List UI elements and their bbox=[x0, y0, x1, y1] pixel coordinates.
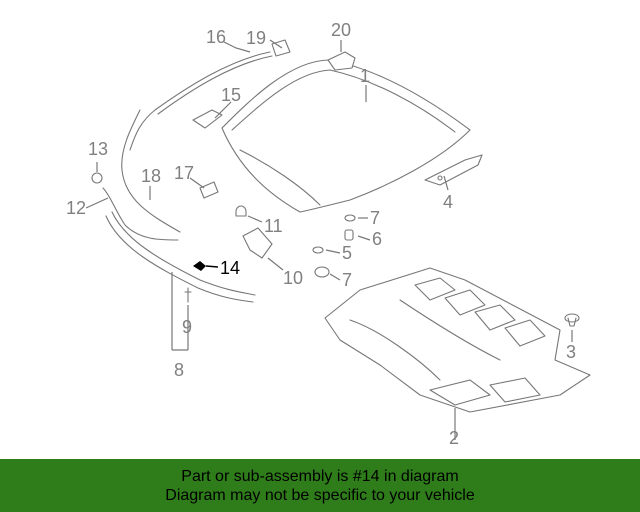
part-clip-14 bbox=[193, 261, 206, 271]
part-cable-18 bbox=[121, 109, 181, 233]
callout-19: 19 bbox=[246, 28, 266, 48]
part-pin-9 bbox=[184, 287, 192, 303]
part-cap-7b bbox=[314, 266, 330, 278]
part-cable-16 bbox=[129, 51, 273, 151]
callout-20: 20 bbox=[331, 20, 351, 40]
callout-2: 2 bbox=[449, 428, 459, 448]
banner-part-line: Part or sub-assembly is #14 in diagram bbox=[181, 467, 459, 485]
callout-1: 1 bbox=[360, 66, 370, 86]
callout-14: 14 bbox=[220, 258, 240, 278]
callout-18: 18 bbox=[141, 166, 161, 186]
callout-4: 4 bbox=[443, 192, 453, 212]
info-banner: Part or sub-assembly is #14 in diagram D… bbox=[0, 459, 640, 512]
part-bracket-20 bbox=[327, 51, 356, 71]
callout-15: 15 bbox=[221, 85, 241, 105]
part-hinge-4 bbox=[424, 154, 483, 186]
part-bracket-15 bbox=[192, 109, 223, 129]
banner-disclaimer-line: Diagram may not be specific to your vehi… bbox=[165, 486, 475, 504]
part-grommet-13 bbox=[91, 172, 103, 184]
callout-3: 3 bbox=[566, 342, 576, 362]
callout-5: 5 bbox=[342, 243, 352, 263]
part-clip-17 bbox=[199, 181, 219, 199]
callout-13: 13 bbox=[88, 139, 108, 159]
callout-11: 11 bbox=[264, 216, 283, 236]
part-latch-10 bbox=[242, 227, 273, 259]
part-insulator bbox=[324, 267, 591, 413]
parts-diagram: 1 2 3 4 5 6 7 7 8 9 10 11 12 13 14 15 16… bbox=[66, 20, 591, 448]
callout-6: 6 bbox=[372, 229, 382, 249]
part-clip-3 bbox=[564, 313, 580, 327]
part-seal-8 bbox=[105, 211, 256, 303]
callout-16: 16 bbox=[206, 27, 226, 47]
part-hood bbox=[221, 59, 471, 213]
callout-7b: 7 bbox=[342, 270, 352, 290]
callout-7a: 7 bbox=[370, 208, 380, 228]
callout-17: 17 bbox=[174, 163, 194, 183]
part-bumper-6 bbox=[344, 229, 354, 241]
callout-8: 8 bbox=[174, 360, 184, 380]
callout-12: 12 bbox=[66, 198, 86, 218]
part-grommet-7a bbox=[344, 214, 356, 222]
callout-9: 9 bbox=[182, 317, 192, 337]
part-ring-5 bbox=[312, 246, 324, 254]
part-stopper-11 bbox=[235, 205, 247, 217]
callout-10: 10 bbox=[283, 268, 303, 288]
part-cable-12 bbox=[102, 187, 179, 241]
